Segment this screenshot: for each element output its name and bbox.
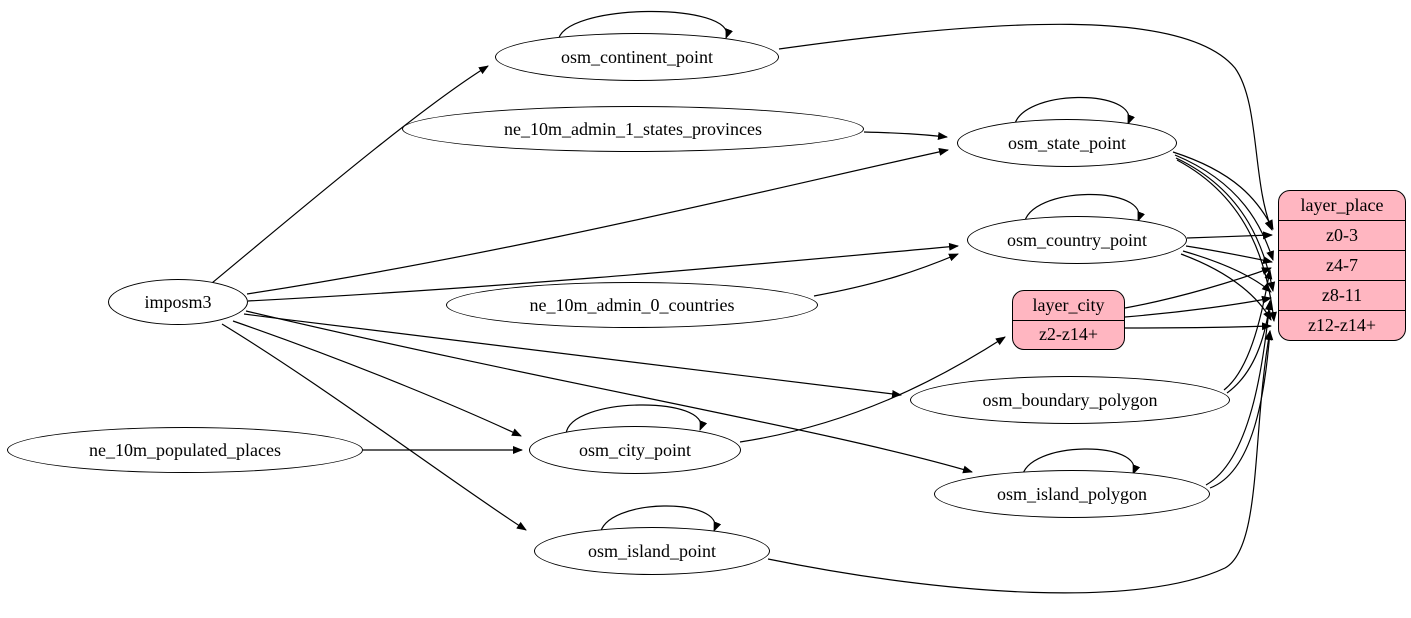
layer-city-title: layer_city [1032,294,1105,315]
layer-place-title: layer_place [1300,195,1384,215]
edge-osm_city_point-layer_city [739,336,1006,443]
node-osm-continent-point-label: osm_continent_point [561,47,713,67]
node-osm-island-point: osm_island_point [534,527,770,575]
node-osm-country-point: osm_country_point [967,216,1187,264]
selfloop-osm_country_point [1023,193,1145,226]
node-osm-island-point-label: osm_island_point [587,541,716,561]
node-osm-continent-point: osm_continent_point [495,33,779,81]
edge-imposm3-osm_continent_point [211,65,489,284]
node-osm-boundary-polygon: osm_boundary_polygon [910,376,1230,424]
edge-layer_city-z8-11 [1124,295,1272,318]
layer-place-row-z8-11: z8-11 [1279,280,1405,310]
edge-imposm3-osm_island_polygon [245,310,973,474]
edge-osm_country_point-z8-11 [1182,250,1272,293]
node-ne-10m-admin-0-countries-label: ne_10m_admin_0_countries [529,295,735,315]
selfloop-osm_island_polygon [1021,448,1141,479]
node-imposm3: imposm3 [108,279,248,325]
node-layer-place: layer_place z0-3 z4-7 z8-11 z12-z14+ [1278,190,1406,341]
node-osm-country-point-label: osm_country_point [1007,230,1147,250]
selfloop-osm_continent_point [557,10,733,43]
node-osm-city-point-label: osm_city_point [579,440,691,460]
edge-ne_10m_admin_0_countries-osm_country_point [813,253,959,297]
node-layer-city: layer_city z2-z14+ [1012,290,1125,350]
edge-imposm3-osm_island_point [221,323,527,531]
node-ne-10m-populated-places-label: ne_10m_populated_places [89,440,281,460]
node-osm-island-polygon-label: osm_island_polygon [996,484,1147,504]
selfloop-osm_city_point [565,404,708,435]
node-osm-state-point-label: osm_state_point [1008,133,1126,153]
layer-place-row-z12-z14: z12-z14+ [1279,310,1405,340]
edge-osm_state_point-z4-7 [1174,154,1274,261]
edge-osm_state_point-z12-z14 [1176,159,1277,322]
layer-place-row-z4-7: z4-7 [1279,250,1405,280]
node-ne-10m-admin-1-states-provinces: ne_10m_admin_1_states_provinces [402,106,864,152]
edge-layer_city-z12-z14 [1124,322,1272,331]
edge-layer_city-z4-7 [1124,267,1272,309]
edge-osm_island_polygon-z8-11 [1205,300,1274,486]
edge-ne_10m_admin_1_states_provinces-osm_state_point [863,131,948,140]
node-osm-boundary-polygon-label: osm_boundary_polygon [982,390,1158,410]
selfloop-osm_island_point [599,505,722,536]
edge-imposm3-osm_state_point [246,147,949,295]
node-osm-state-point: osm_state_point [957,119,1177,167]
node-imposm3-label: imposm3 [144,292,212,312]
edge-osm_continent_point-z0-3 [778,23,1273,231]
edge-osm_country_point-z4-7 [1185,245,1273,265]
edge-osm_state_point-z8-11 [1175,157,1276,292]
node-ne-10m-admin-0-countries: ne_10m_admin_0_countries [446,282,818,328]
layer-place-row-z0-3: z0-3 [1279,220,1405,250]
node-osm-island-polygon: osm_island_polygon [934,470,1210,518]
edge-osm_country_point-z0-3 [1186,231,1273,240]
edge-osm_state_point-z0-3 [1172,151,1274,230]
node-osm-city-point: osm_city_point [529,426,741,474]
edge-osm_country_point-z12-z14 [1180,253,1272,321]
layer-city-row-z2-z14: z2-z14+ [1013,319,1124,350]
edge-imposm3-osm_city_point [232,320,522,437]
edge-osm_island_polygon-z12-z14 [1209,330,1274,489]
selfloop-osm_state_point [1013,96,1135,129]
edge-imposm3-osm_country_point [247,242,959,302]
edge-osm_boundary_polygon-z4-7 [1223,269,1273,391]
node-ne-10m-admin-1-states-provinces-label: ne_10m_admin_1_states_provinces [504,119,762,139]
node-ne-10m-populated-places: ne_10m_populated_places [7,427,363,473]
edge-osm_island_point-z12-z14 [767,330,1273,594]
